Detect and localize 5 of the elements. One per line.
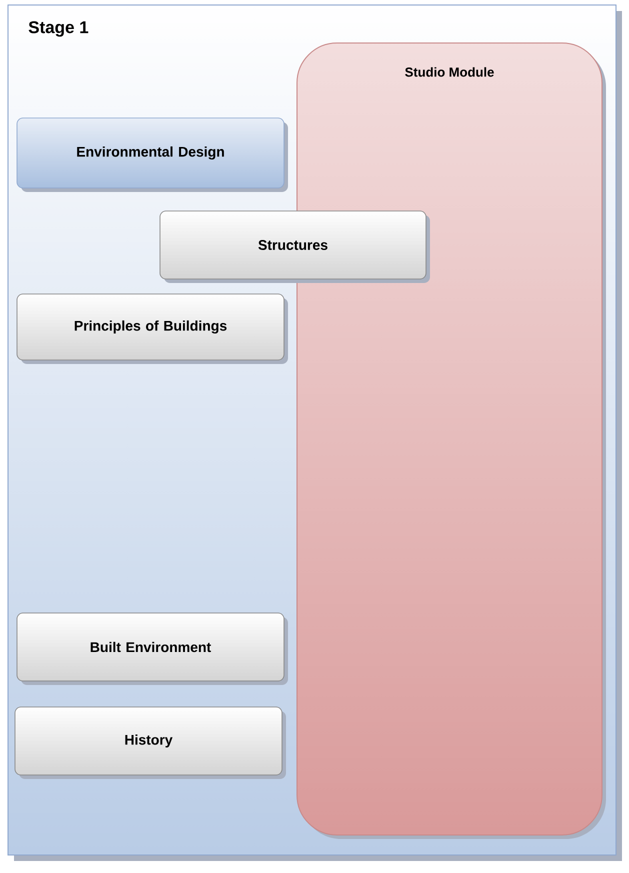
module-box: Environmental Design	[16, 118, 288, 192]
module-box: Principles of Buildings	[16, 294, 288, 364]
module-box: Structures	[160, 210, 430, 283]
module-box: Built Environment	[16, 612, 288, 685]
module-box: History	[14, 706, 286, 779]
